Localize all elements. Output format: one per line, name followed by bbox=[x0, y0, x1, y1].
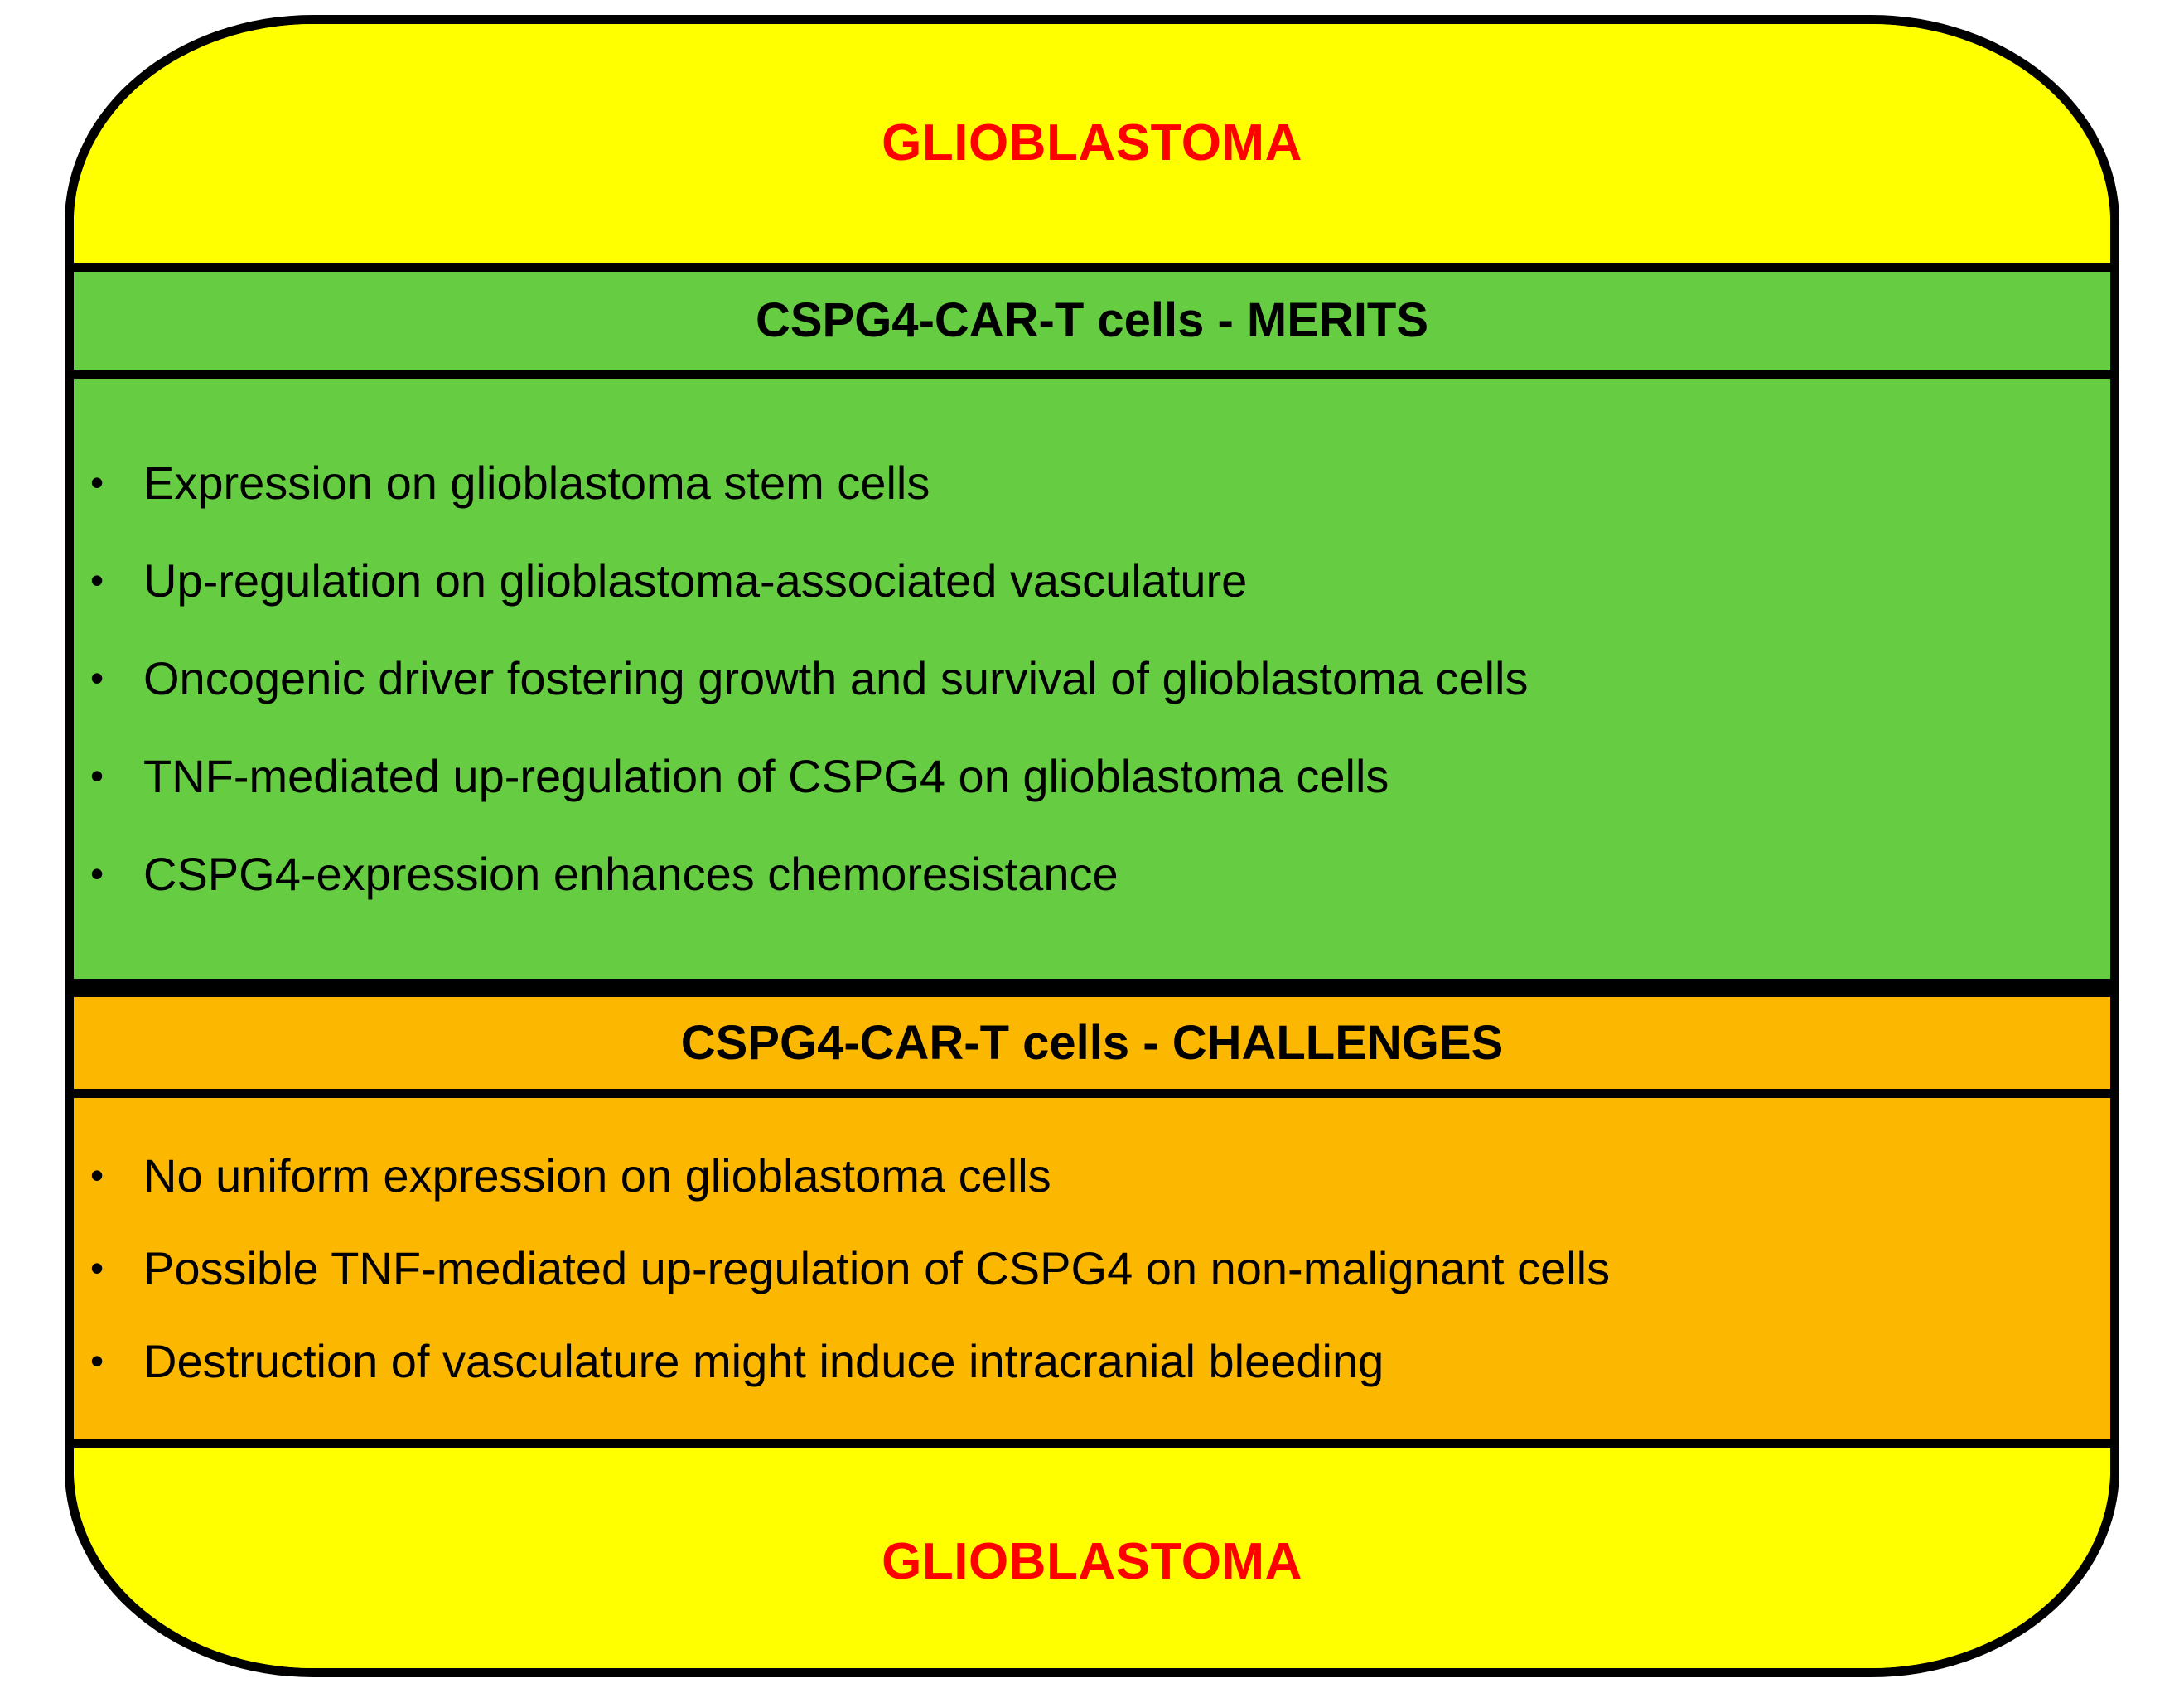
bullet-dot-icon: • bbox=[90, 1153, 104, 1197]
challenges-bullet-list: • No uniform expression on glioblastoma … bbox=[74, 1149, 2110, 1387]
merits-item-1: Up-regulation on glioblastoma-associated… bbox=[143, 554, 1248, 607]
challenges-body-section: • No uniform expression on glioblastoma … bbox=[74, 1098, 2110, 1448]
merits-header-title: CSPG4-CAR-T cells - MERITS bbox=[755, 293, 1429, 347]
merits-bullet-list: • Expression on glioblastoma stem cells … bbox=[74, 460, 2110, 897]
merits-header-band: CSPG4-CAR-T cells - MERITS bbox=[74, 263, 2110, 379]
challenges-header-title: CSPG4-CAR-T cells - CHALLENGES bbox=[680, 1015, 1504, 1070]
bullet-dot-icon: • bbox=[90, 559, 104, 602]
bottom-cap-section: GLIOBLASTOMA bbox=[74, 1448, 2110, 1668]
list-item: • Destruction of vasculature might induc… bbox=[74, 1334, 2110, 1387]
bottom-cap-title: GLIOBLASTOMA bbox=[882, 1533, 1302, 1590]
merits-item-3: TNF-mediated up-regulation of CSPG4 on g… bbox=[143, 750, 1389, 802]
top-cap-section: GLIOBLASTOMA bbox=[74, 24, 2110, 263]
bullet-dot-icon: • bbox=[90, 656, 104, 699]
list-item: • No uniform expression on glioblastoma … bbox=[74, 1149, 2110, 1202]
bullet-dot-icon: • bbox=[90, 1338, 104, 1382]
list-item: • CSPG4-expression enhances chemoresista… bbox=[74, 851, 2110, 897]
challenges-item-1: Possible TNF-mediated up-regulation of C… bbox=[143, 1241, 1611, 1294]
diagram-capsule: GLIOBLASTOMA CSPG4-CAR-T cells - MERITS … bbox=[65, 15, 2119, 1677]
merits-item-4: CSPG4-expression enhances chemoresistanc… bbox=[143, 848, 1119, 900]
bullet-dot-icon: • bbox=[90, 852, 104, 895]
challenges-item-2: Destruction of vasculature might induce … bbox=[143, 1334, 1384, 1387]
list-item: • TNF-mediated up-regulation of CSPG4 on… bbox=[74, 753, 2110, 800]
list-item: • Up-regulation on glioblastoma-associat… bbox=[74, 558, 2110, 604]
bullet-dot-icon: • bbox=[90, 754, 104, 797]
list-item: • Possible TNF-mediated up-regulation of… bbox=[74, 1241, 2110, 1294]
top-cap-title: GLIOBLASTOMA bbox=[882, 114, 1302, 172]
merits-body-section: • Expression on glioblastoma stem cells … bbox=[74, 379, 2110, 988]
merits-item-2: Oncogenic driver fostering growth and su… bbox=[143, 652, 1529, 704]
bullet-dot-icon: • bbox=[90, 1246, 104, 1289]
list-item: • Expression on glioblastoma stem cells bbox=[74, 460, 2110, 506]
challenges-header-band: CSPG4-CAR-T cells - CHALLENGES bbox=[74, 988, 2110, 1098]
merits-item-0: Expression on glioblastoma stem cells bbox=[143, 457, 930, 509]
list-item: • Oncogenic driver fostering growth and … bbox=[74, 655, 2110, 702]
bullet-dot-icon: • bbox=[90, 461, 104, 504]
challenges-item-0: No uniform expression on glioblastoma ce… bbox=[143, 1149, 1051, 1202]
